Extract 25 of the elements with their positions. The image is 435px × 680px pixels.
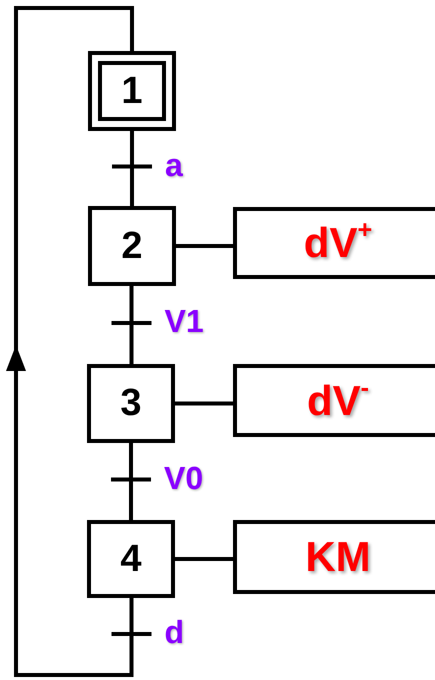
step-number: 2 <box>121 224 143 268</box>
action-label: KM <box>305 533 371 581</box>
step-number: 3 <box>120 382 142 425</box>
return-arrow <box>6 6 154 677</box>
transition-line <box>110 284 154 366</box>
step-box <box>87 520 175 598</box>
action-link-line <box>175 402 233 406</box>
step-box <box>87 364 175 443</box>
transition-condition: a <box>165 148 183 180</box>
step-number: 1 <box>121 70 143 112</box>
transition-condition: V1 <box>164 305 204 337</box>
action-box <box>233 364 435 437</box>
step-box <box>88 206 176 286</box>
action-box <box>233 207 435 279</box>
action-box <box>233 520 435 594</box>
transition-condition: d <box>164 616 184 648</box>
action-label: dV$^{-}$ <box>306 376 370 424</box>
transition-line <box>109 441 153 522</box>
transition-line <box>110 129 154 208</box>
action-link-line <box>175 557 233 561</box>
step-number: 4 <box>120 538 142 580</box>
transition-condition: V0 <box>164 462 204 494</box>
initial-step-box <box>88 51 176 131</box>
action-link-line <box>176 244 233 248</box>
action-label: dV$^{+}$ <box>304 219 372 267</box>
